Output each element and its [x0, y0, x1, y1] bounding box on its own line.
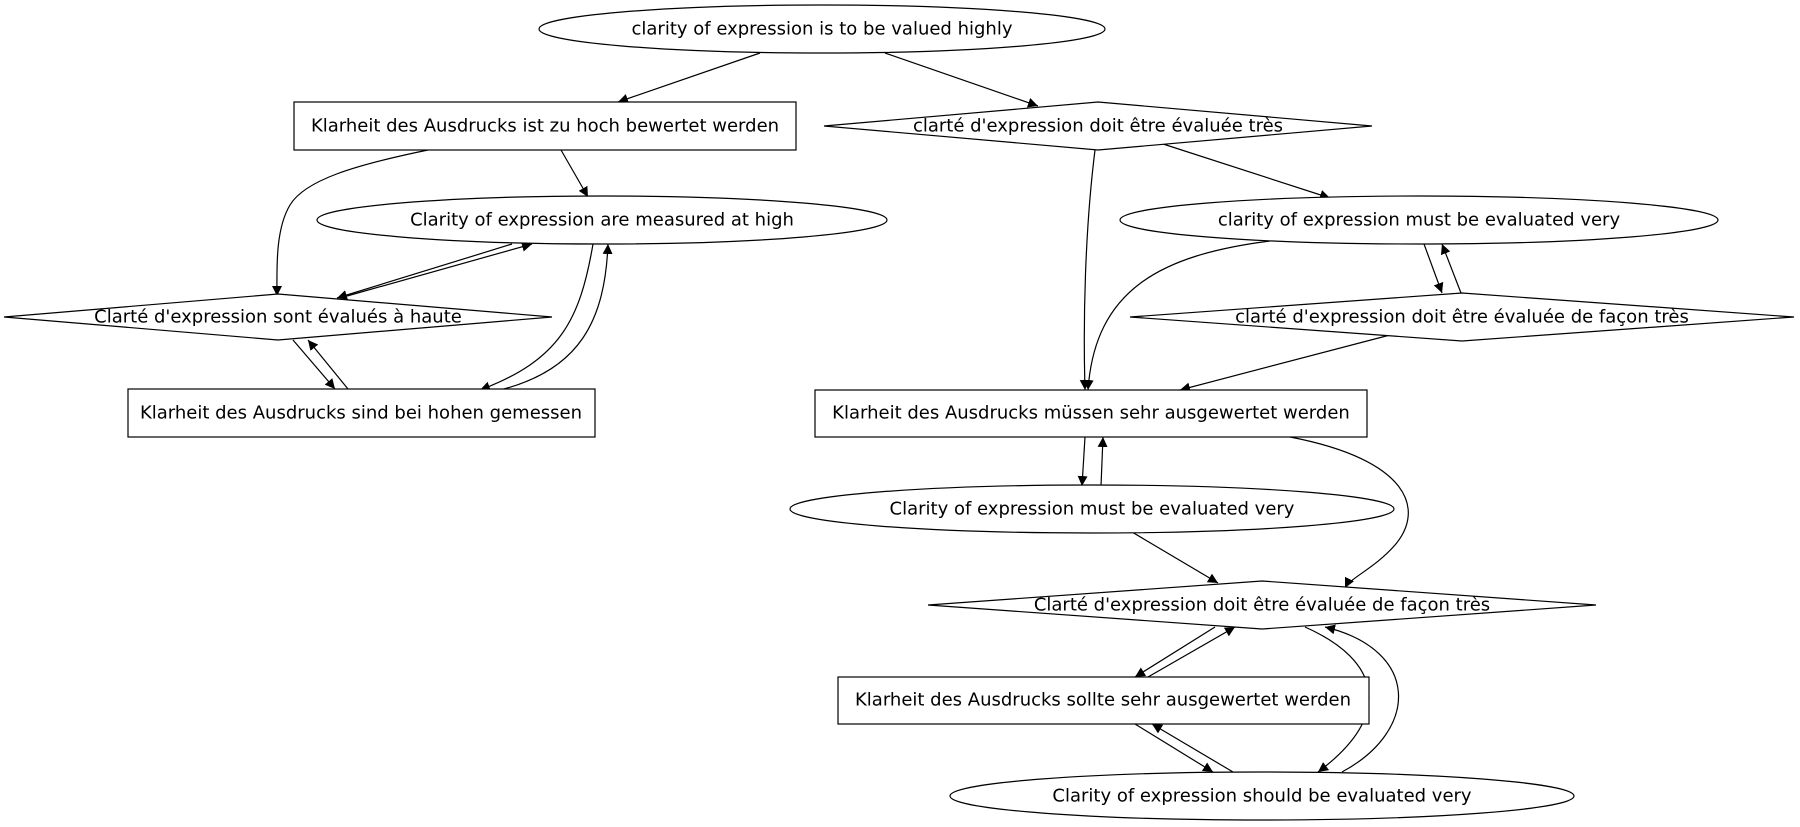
node-n13-label: Clarity of expression should be evaluate… [1052, 786, 1471, 807]
node-n12-label: Klarheit des Ausdrucks sollte sehr ausge… [855, 690, 1351, 711]
node-n6: Klarheit des Ausdrucks sind bei hohen ge… [127, 388, 596, 438]
node-n2-box [293, 101, 797, 151]
node-n13-ellipse [949, 771, 1575, 821]
edge-n4-n5 [336, 243, 513, 300]
edge-n11-n12 [1134, 626, 1216, 678]
node-n9: Klarheit des Ausdrucks müssen sehr ausge… [814, 389, 1368, 438]
node-n1: clarity of expression is to be valued hi… [538, 4, 1106, 54]
node-n10-label: Clarity of expression must be evaluated … [890, 499, 1295, 520]
edge-n2-n5 [271, 149, 429, 297]
node-n1-ellipse [538, 4, 1106, 54]
node-n3-label: clarté d'expression doit être évaluée tr… [913, 116, 1283, 137]
edge-n5-n6 [292, 339, 336, 390]
node-n11: Clarté d'expression doit être évaluée de… [927, 580, 1597, 630]
node-n7-label: clarity of expression must be evaluated … [1218, 210, 1621, 231]
edge-n8-n7 [1440, 243, 1462, 294]
edge-n1-n2 [617, 52, 761, 104]
edge-n7-n8 [1423, 243, 1444, 294]
edge-n3-n7 [1159, 142, 1331, 200]
node-n11-diamond [927, 580, 1597, 630]
node-n3: clarté d'expression doit être évaluée tr… [823, 101, 1373, 151]
node-n9-label: Klarheit des Ausdrucks müssen sehr ausge… [832, 403, 1350, 424]
node-n8: clarté d'expression doit être évaluée de… [1129, 292, 1795, 342]
edge-n6-n4 [499, 243, 613, 391]
edge-n5-n4 [346, 241, 533, 297]
edge-n10-n11 [1131, 531, 1219, 584]
edges [271, 52, 1462, 773]
node-n12: Klarheit des Ausdrucks sollte sehr ausge… [837, 676, 1370, 725]
node-n10: Clarity of expression must be evaluated … [789, 484, 1395, 534]
node-n3-diamond [823, 101, 1373, 151]
node-n4: Clarity of expression are measured at hi… [316, 195, 888, 245]
edge-n10-n9 [1097, 436, 1108, 487]
node-n9-box [814, 389, 1368, 438]
nodes: clarity of expression is to be valued hi… [3, 4, 1795, 821]
node-n13: Clarity of expression should be evaluate… [949, 771, 1575, 821]
node-n7: clarity of expression must be evaluated … [1119, 195, 1719, 245]
node-n4-ellipse [316, 195, 888, 245]
node-n6-box [127, 388, 596, 438]
edge-n12-n13 [1134, 723, 1214, 773]
edge-n7-n9 [1083, 240, 1271, 391]
edge-n1-n3 [884, 52, 1039, 108]
node-n10-ellipse [789, 484, 1395, 534]
edge-n3-n9 [1079, 149, 1096, 391]
node-n11-label: Clarté d'expression doit être évaluée de… [1034, 595, 1490, 616]
edge-n13-n12 [1151, 723, 1234, 773]
node-n1-label: clarity of expression is to be valued hi… [632, 19, 1013, 40]
node-n7-ellipse [1119, 195, 1719, 245]
node-n5: Clarté d'expression sont évalués à haute [3, 293, 553, 341]
edge-n9-n11 [1289, 436, 1409, 589]
node-n6-label: Klarheit des Ausdrucks sind bei hohen ge… [140, 403, 582, 424]
edge-n2-n4 [560, 149, 589, 198]
edge-n8-n9 [1179, 334, 1391, 393]
node-n2: Klarheit des Ausdrucks ist zu hoch bewer… [293, 101, 797, 151]
edge-n12-n11 [1147, 626, 1236, 678]
edge-n9-n10 [1077, 436, 1088, 487]
edge-n4-n6 [479, 243, 594, 392]
node-n8-diamond [1129, 292, 1795, 342]
edge-n6-n5 [307, 339, 349, 390]
node-n8-label: clarté d'expression doit être évaluée de… [1235, 307, 1689, 328]
edge-n13-n11 [1324, 624, 1400, 773]
node-n12-box [837, 676, 1370, 725]
node-n2-label: Klarheit des Ausdrucks ist zu hoch bewer… [311, 116, 779, 137]
node-n5-label: Clarté d'expression sont évalués à haute [94, 307, 462, 328]
node-n5-diamond [3, 293, 553, 341]
node-n4-label: Clarity of expression are measured at hi… [410, 210, 794, 231]
